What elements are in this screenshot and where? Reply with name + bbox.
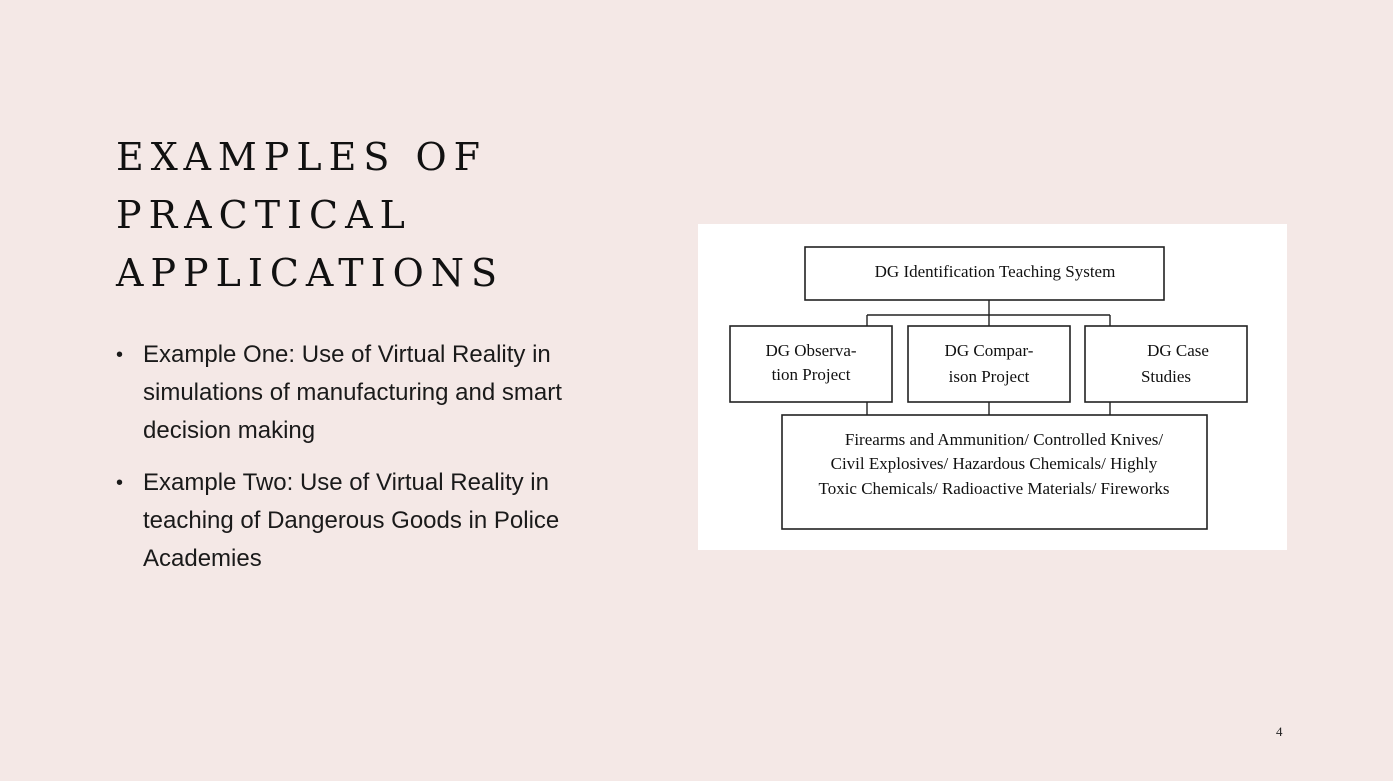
bullet-text: Example Two: Use of Virtual Reality in t… — [143, 469, 560, 572]
diagram-child-label: DG Compar- — [945, 341, 1034, 360]
diagram-child-box — [907, 325, 1071, 403]
diagram-categories-line: Civil Explosives/ Hazardous Chemicals/ H… — [831, 454, 1158, 473]
diagram-child-label: Studies — [1141, 367, 1191, 386]
bullet-item: • Example One: Use of Virtual Reality in… — [116, 336, 616, 450]
bullet-text: Example One: Use of Virtual Reality in s… — [143, 341, 562, 444]
dg-teaching-system-diagram: DG Identification Teaching System DG Obs… — [729, 246, 1248, 530]
diagram-connectors — [866, 300, 1111, 415]
diagram-child-label: ison Project — [949, 367, 1030, 386]
page-number: 4 — [1276, 724, 1283, 739]
bullet-dot-icon: • — [116, 472, 124, 494]
diagram-categories-line: Toxic Chemicals/ Radioactive Materials/ … — [819, 479, 1170, 498]
slide-title-line: PRACTICAL — [116, 193, 412, 237]
diagram-child-label: tion Project — [772, 365, 851, 384]
diagram-child-box — [1084, 325, 1248, 403]
diagram-child-label: DG Case — [1147, 341, 1209, 360]
slide-title-line: EXAMPLES OF — [116, 135, 487, 179]
diagram-categories-box — [781, 414, 1208, 530]
diagram-categories-line: Firearms and Ammunition/ Controlled Kniv… — [845, 430, 1164, 449]
diagram-image: DG Identification Teaching System DG Obs… — [698, 224, 1287, 550]
diagram-root-label: DG Identification Teaching System — [875, 262, 1116, 281]
slide-title: EXAMPLES OF PRACTICAL APPLICATIONS — [116, 128, 504, 302]
bullet-dot-icon: • — [116, 344, 124, 366]
diagram-root-box — [804, 246, 1165, 301]
slide-title-line: APPLICATIONS — [116, 251, 505, 295]
diagram-child-label: DG Observa- — [765, 341, 856, 360]
bullet-list: • Example One: Use of Virtual Reality in… — [116, 336, 616, 592]
bullet-item: • Example Two: Use of Virtual Reality in… — [116, 464, 616, 578]
diagram-child-box — [729, 325, 893, 403]
